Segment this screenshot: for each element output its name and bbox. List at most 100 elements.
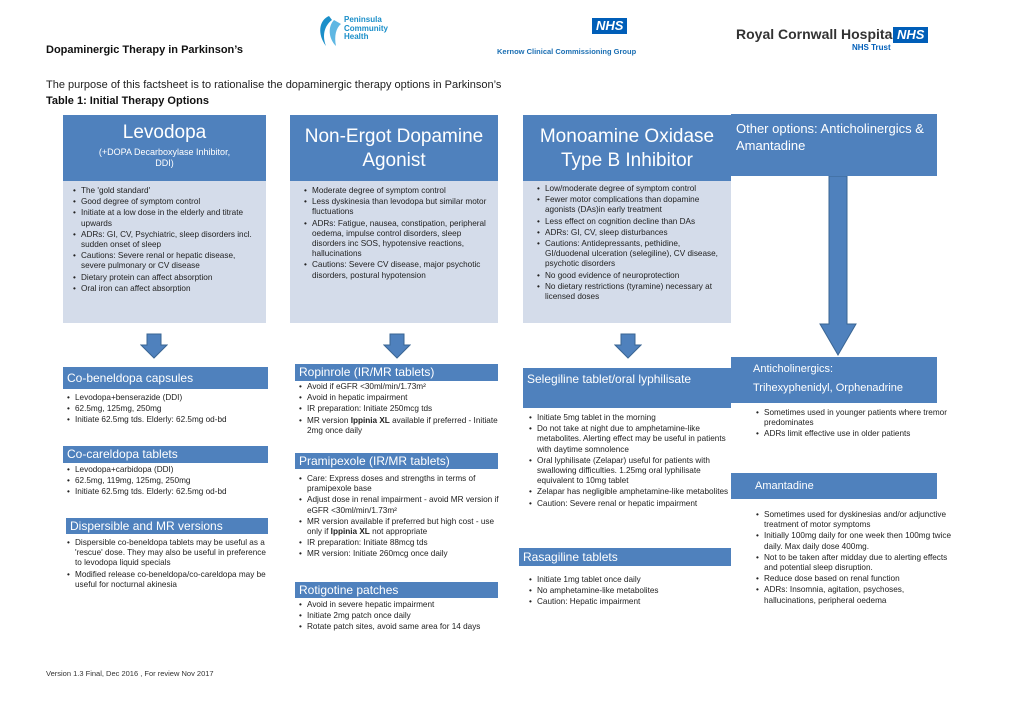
nhs-logo-rch: NHS (893, 26, 929, 44)
amantadine-head: Amantadine (731, 473, 937, 499)
rasagiline-body: Initiate 1mg tablet once daily No amphet… (525, 575, 733, 609)
amantadine-body: Sometimes used for dyskinesias and/or ad… (752, 510, 952, 607)
cocareldopa-body: Levodopa+carbidopa (DDI) 62.5mg, 119mg, … (63, 465, 273, 499)
list-item: Initiate 2mg patch once daily (299, 611, 500, 621)
maob-header: Monoamine Oxidase Type B Inhibitor (523, 115, 731, 181)
list-item: ADRs: Insomnia, agitation, psychoses, ha… (756, 585, 952, 605)
list-item: Good degree of symptom control (73, 197, 262, 207)
list-item: 62.5mg, 119mg, 125mg, 250mg (67, 476, 273, 486)
agonist-header: Non-Ergot Dopamine Agonist (290, 115, 498, 181)
ropinirole-head: Ropinrole (IR/MR tablets) (295, 364, 498, 381)
list-item: Avoid if eGFR <30ml/min/1.73m² (299, 382, 500, 392)
table-title: Table 1: Initial Therapy Options (46, 95, 209, 107)
ropinirole-mr-text: MR version (307, 415, 351, 425)
cocareldopa-head: Co-careldopa tablets (63, 446, 268, 463)
nhs-badge-rch: NHS (893, 27, 929, 43)
rch-trust-label: NHS Trust (852, 43, 891, 52)
list-item: Adjust dose in renal impairment - avoid … (299, 495, 500, 515)
rotigotine-head: Rotigotine patches (295, 582, 498, 598)
anticholinergics-head: Anticholinergics: Trihexyphenidyl, Orphe… (731, 357, 937, 403)
version-footer: Version 1.3 Final, Dec 2016 , For review… (46, 669, 214, 678)
list-item: Fewer motor complications than dopamine … (537, 195, 727, 215)
pramipexole-mr-text: MR version available if preferred but hi… (307, 516, 495, 537)
levodopa-panel: The 'gold standard' Good degree of sympt… (63, 181, 266, 323)
dispersible-body: Dispersible co-beneldopa tablets may be … (63, 538, 273, 591)
peninsula-community-health-logo: Peninsula Community Health (314, 14, 404, 52)
rotigotine-body: Avoid in severe hepatic impairment Initi… (295, 600, 500, 634)
down-arrow-icon (140, 333, 168, 359)
list-item: Initially 100mg daily for one week then … (756, 531, 952, 551)
kernow-ccg-name: Kernow Clinical Commissioning Group (497, 47, 637, 56)
list-item: Cautions: Severe CV disease, major psych… (304, 260, 494, 280)
ippinia-xl-label: Ippinia XL (350, 415, 390, 425)
list-item: Care: Express doses and strengths in ter… (299, 474, 500, 494)
list-item: Sometimes used in younger patients where… (756, 408, 952, 428)
anticholinergics-title: Anticholinergics: (753, 363, 834, 375)
levodopa-subtitle: (+DOPA Decarboxylase Inhibitor, DDI) (98, 147, 231, 168)
list-item: Moderate degree of symptom control (304, 186, 494, 196)
maob-panel: Low/moderate degree of symptom control F… (523, 181, 731, 323)
list-item: ADRs: Fatigue, nausea, constipation, per… (304, 219, 494, 260)
list-item: Cautions: Severe renal or hepatic diseas… (73, 251, 262, 271)
list-item: IR preparation: Initiate 250mcg tds (299, 404, 500, 414)
ippinia-xl-label: Ippinia XL (330, 527, 370, 537)
pch-swirl-icon (320, 16, 341, 46)
list-item: Initiate 1mg tablet once daily (529, 575, 733, 585)
ropinirole-mr-text-2: available if preferred - Initiate 2mg on… (307, 415, 498, 435)
list-item: MR version available if preferred but hi… (299, 516, 500, 537)
list-item: No dietary restrictions (tyramine) neces… (537, 282, 727, 302)
ropinirole-body: Avoid if eGFR <30ml/min/1.73m² Avoid in … (295, 382, 500, 437)
selegiline-head: Selegiline tablet/oral lyphilisate (523, 368, 731, 408)
pramipexole-mr-text-2: not appropriate (369, 527, 428, 537)
list-item: 62.5mg, 125mg, 250mg (67, 404, 273, 414)
list-item: Low/moderate degree of symptom control (537, 184, 727, 194)
list-item: Caution: Severe renal or hepatic impairm… (529, 499, 733, 509)
levodopa-bullets: The 'gold standard' Good degree of sympt… (69, 186, 262, 294)
anticholinergics-body: Sometimes used in younger patients where… (752, 408, 952, 441)
list-item: Oral lyphilisate (Zelapar) useful for pa… (529, 456, 733, 487)
levodopa-header: Levodopa (+DOPA Decarboxylase Inhibitor,… (63, 115, 266, 181)
anticholinergics-drugs: Trihexyphenidyl, Orphenadrine (753, 382, 904, 394)
pramipexole-body: Care: Express doses and strengths in ter… (295, 474, 500, 561)
list-item: Avoid in severe hepatic impairment (299, 600, 500, 610)
cobeneldopa-body: Levodopa+benserazide (DDI) 62.5mg, 125mg… (63, 393, 273, 427)
agonist-bullets: Moderate degree of symptom control Less … (300, 186, 494, 281)
list-item: Caution: Hepatic impairment (529, 597, 733, 607)
list-item: Less effect on cognition decline than DA… (537, 217, 727, 227)
list-item: ADRs: GI, CV, Psychiatric, sleep disorde… (73, 230, 262, 250)
list-item: Reduce dose based on renal function (756, 574, 952, 584)
selegiline-body: Initiate 5mg tablet in the morning Do no… (525, 413, 733, 510)
list-item: Avoid in hepatic impairment (299, 393, 500, 403)
list-item: Less dyskinesia than levodopa but simila… (304, 197, 494, 217)
list-item: IR preparation: Initiate 88mcg tds (299, 538, 500, 548)
nhs-logo-kernow: NHS (592, 17, 628, 35)
nhs-badge: NHS (592, 18, 628, 34)
list-item: ADRs limit effective use in older patien… (756, 429, 952, 439)
list-item: Initiate 62.5mg tds. Elderly: 62.5mg od-… (67, 415, 273, 425)
other-options-header: Other options: Anticholinergics & Amanta… (731, 114, 937, 176)
rch-name: Royal Cornwall Hospitals (736, 26, 905, 42)
list-item: Levodopa+benserazide (DDI) (67, 393, 273, 403)
list-item: Cautions: Antidepressants, pethidine, GI… (537, 239, 727, 270)
agonist-title: Non-Ergot Dopamine Agonist (304, 126, 484, 171)
levodopa-title: Levodopa (122, 122, 207, 143)
pch-line-3: Health (344, 32, 369, 41)
list-item: Do not take at night due to amphetamine-… (529, 424, 733, 455)
down-arrow-icon (614, 333, 642, 359)
list-item: Sometimes used for dyskinesias and/or ad… (756, 510, 952, 530)
list-item: No good evidence of neuroprotection (537, 271, 727, 281)
pch-line-2: Community (344, 23, 388, 33)
document-title: Dopaminergic Therapy in Parkinson’s (46, 44, 244, 56)
list-item: ADRs: GI, CV, sleep disturbances (537, 228, 727, 238)
list-item: Oral iron can affect absorption (73, 284, 262, 294)
pch-line-1: Peninsula (344, 15, 382, 24)
list-item: Zelapar has negligible amphetamine-like … (529, 487, 733, 497)
list-item: Dietary protein can affect absorption (73, 273, 262, 283)
other-options-title: Other options: Anticholinergics & Amanta… (736, 121, 924, 153)
dispersible-head: Dispersible and MR versions (66, 518, 268, 534)
list-item: Initiate 5mg tablet in the morning (529, 413, 733, 423)
pramipexole-head: Pramipexole (IR/MR tablets) (295, 453, 498, 469)
list-item: Rotate patch sites, avoid same area for … (299, 622, 500, 632)
cobeneldopa-head: Co-beneldopa capsules (63, 367, 268, 389)
agonist-panel: Moderate degree of symptom control Less … (290, 181, 498, 323)
